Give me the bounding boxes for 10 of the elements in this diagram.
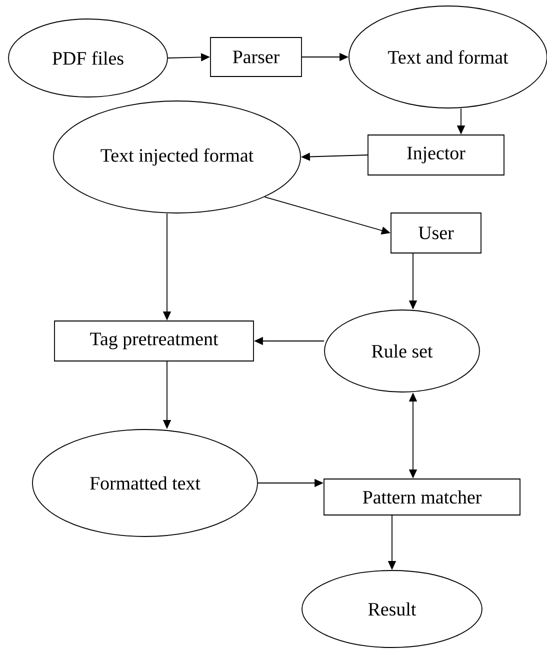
ellipse-node: Rule set	[324, 310, 480, 392]
process-box: Parser	[210, 37, 302, 77]
ellipse-node: PDF files	[8, 18, 168, 98]
process-box: User	[390, 212, 482, 254]
process-box: Pattern matcher	[324, 478, 520, 516]
ellipse-node: Text injected format	[53, 100, 301, 214]
ellipse-node: Formatted text	[32, 429, 258, 537]
process-box: Injector	[368, 134, 504, 176]
process-box: Tag pretreatment	[54, 320, 254, 362]
ellipse-node: Result	[302, 570, 482, 648]
